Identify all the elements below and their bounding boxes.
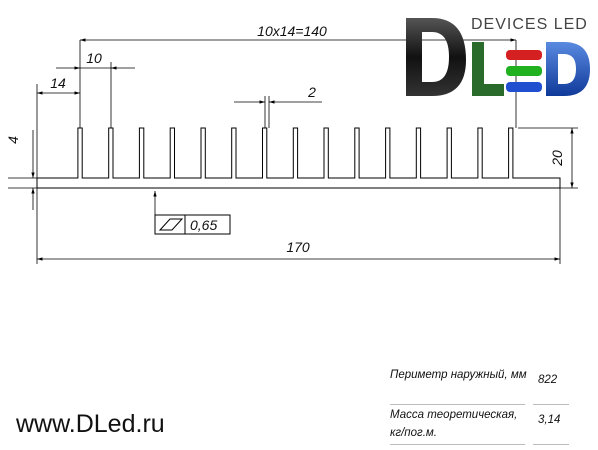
dim-first-offset-label: 14 [50, 75, 66, 91]
dim-base-thickness-label: 4 [5, 136, 21, 144]
dim-total-height-label: 20 [549, 150, 565, 167]
logo-e-blue-icon [506, 82, 542, 92]
dim-total-width-label: 170 [286, 239, 310, 255]
dim-first-offset: 14 [36, 75, 80, 178]
dim-total-width: 170 [36, 188, 561, 264]
heatsink-profile [36, 127, 561, 189]
properties-table: Периметр наружный, мм 822 Масса теоретич… [390, 366, 590, 446]
dim-fin-width: 2 [234, 84, 322, 128]
dim-fin-pitch: 10 [56, 50, 135, 128]
logo-letter-d2-icon [546, 42, 590, 96]
property-row: Периметр наружный, мм 822 [390, 366, 590, 406]
property-value: 3,14 [538, 414, 561, 426]
logo-letter-l-icon [472, 42, 504, 96]
logo-subtitle: DEVICES LED [471, 16, 588, 33]
dim-fin-width-label: 2 [307, 84, 316, 100]
flatness-symbol-icon [158, 218, 184, 231]
dim-total-pitch-label: 10x14=140 [257, 23, 327, 39]
dled-logo [406, 18, 590, 96]
dim-total-height: 20 [518, 127, 578, 189]
logo-e-green-icon [506, 66, 542, 76]
property-label: Периметр наружный, мм [390, 369, 527, 381]
property-label: Масса теоретическая, кг/пог.м. [390, 409, 518, 439]
flatness-value: 0,65 [190, 217, 217, 233]
flatness-tolerance: 0,65 [153, 191, 231, 235]
property-value: 822 [538, 374, 558, 386]
dim-base-thickness: 4 [5, 130, 37, 210]
website-link[interactable]: www.DLed.ru [16, 410, 165, 438]
property-row: Масса теоретическая, кг/пог.м. 3,14 [390, 406, 590, 446]
dim-fin-pitch-label: 10 [86, 50, 102, 66]
logo-letter-d-icon [406, 18, 466, 96]
logo-e-red-icon [506, 50, 542, 60]
